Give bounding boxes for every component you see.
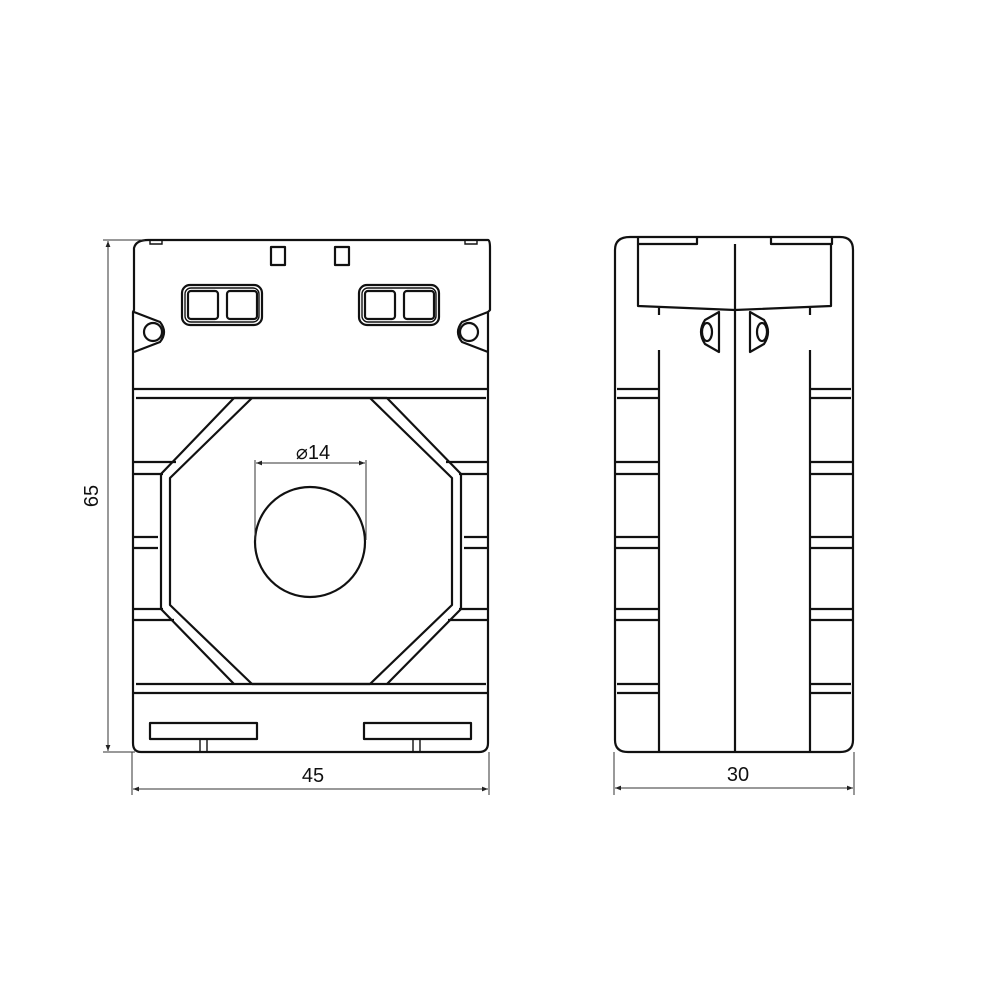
front-body-outline: [131, 238, 492, 754]
terminal-block-right: [357, 283, 441, 327]
side-view: 30: [613, 235, 855, 795]
hole-dimension: ⌀14: [254, 442, 367, 540]
width-label: 45: [302, 765, 324, 787]
primary-conductor-hole: [253, 485, 367, 599]
mount-hole-left: [142, 321, 164, 343]
core-octagon-outer: [159, 397, 253, 685]
mount-hole-right: [458, 321, 480, 343]
bottom-clip-left: [148, 721, 259, 741]
height-dimension: 65: [81, 239, 145, 753]
hole-diameter-label: ⌀14: [296, 442, 330, 464]
front-view: ⌀14 65 45: [81, 238, 492, 795]
height-label: 65: [81, 485, 103, 507]
bottom-clip-right: [362, 721, 473, 741]
terminal-block-left: [180, 283, 264, 327]
mount-ear-right: [456, 310, 489, 354]
depth-dimension: 30: [613, 752, 855, 795]
depth-label: 30: [727, 764, 749, 786]
mount-ear-left: [133, 310, 166, 354]
side-body-outline: [613, 235, 855, 754]
terminal-slot-right: [333, 245, 351, 267]
terminal-slot-left: [269, 245, 287, 267]
width-dimension: 45: [131, 752, 490, 795]
